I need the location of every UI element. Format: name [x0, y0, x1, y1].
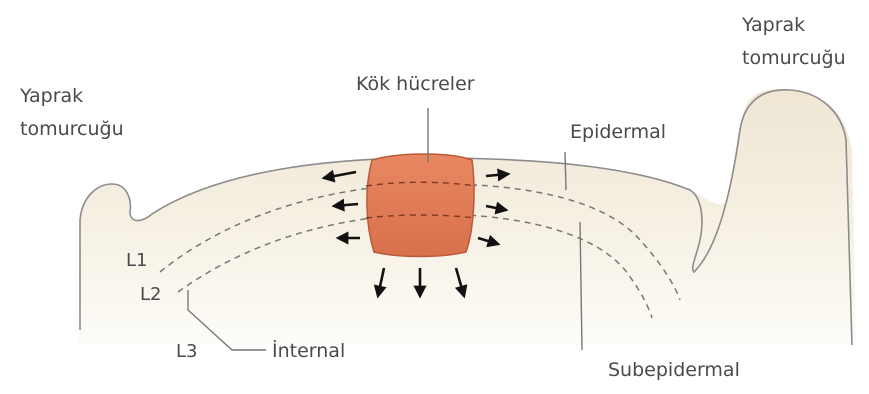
layer-l1-label: L1 [126, 250, 147, 271]
leaf-bud-left-label-line2: tomurcuğu [20, 118, 124, 140]
epidermal-label: Epidermal [570, 121, 666, 143]
leaf-bud-right-label-line2: tomurcuğu [742, 47, 846, 69]
internal-label: İnternal [272, 339, 345, 362]
subepidermal-label: Subepidermal [608, 359, 740, 381]
layer-l2-label: L2 [140, 284, 161, 305]
stem-cells-label: Kök hücreler [356, 73, 475, 95]
leaf-bud-left-label-line1: Yaprak [19, 85, 83, 107]
leaf-bud-right-label-line1: Yaprak [741, 14, 805, 36]
epidermal-leader-line [565, 152, 566, 190]
layer-l3-label: L3 [176, 341, 197, 362]
stem-cell-cluster [367, 154, 474, 257]
